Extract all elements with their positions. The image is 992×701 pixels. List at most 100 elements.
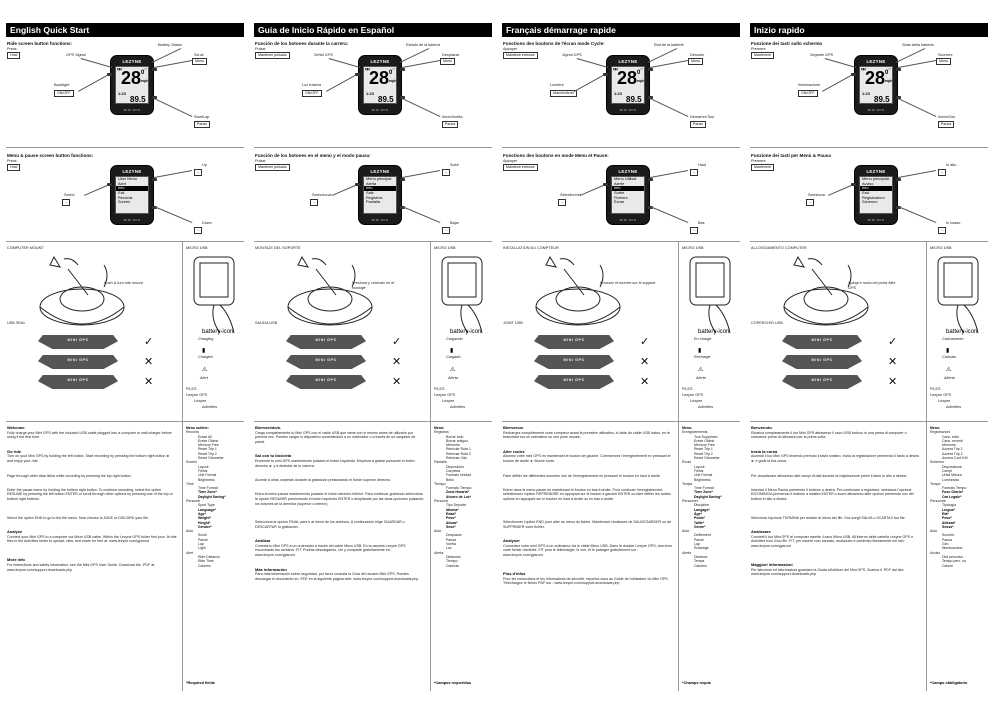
left-button[interactable] [851,73,856,76]
drive-item[interactable]: Lezyne GPS [682,393,704,397]
paragraph-body: Connect your Mini GPS to a computer via … [7,534,177,544]
folder-lezyne[interactable]: Lezyne [938,399,951,403]
drive-item[interactable]: Lezyne GPS [186,393,208,397]
folder-activities[interactable]: Activities [450,405,465,409]
seal-label: MINI GPS [563,358,585,362]
seal-label: MINI GPS [563,338,585,342]
folder-activities[interactable]: Activities [946,405,961,409]
top-right-button[interactable] [648,178,653,181]
menu-item[interactable]: Registrazioni [862,194,885,200]
menu-outline-item: Âge* [694,511,702,516]
menu-outline-item: Écran [682,460,692,465]
leader-line [401,60,440,68]
seal-heading: JOINT USB [503,321,523,325]
left-button[interactable] [355,183,360,186]
leader-line [326,75,356,92]
menu-outline-item: Tiempo [446,559,458,564]
drive-item[interactable]: Lezyne GPS [930,393,952,397]
left-button[interactable] [355,73,360,76]
menu-outline-item: Distance [694,554,708,559]
menu-item[interactable]: Menu principale [862,176,890,181]
paragraph-body: Turn on your Mini GPS by holding the lef… [7,454,171,463]
drive-item[interactable]: Lezyne GPS [434,393,456,397]
leader-line [154,98,193,117]
left-button[interactable] [851,183,856,186]
menu-item[interactable]: Avviso [862,180,874,186]
device-model: MINI GPS [371,108,389,112]
menu-outline-item: Time Zone* [694,490,713,495]
bottom-right-button[interactable] [400,96,405,99]
menu-item[interactable]: Menú principal [366,176,392,181]
menu-outline-item: Memory Free [694,443,715,448]
top-right-button[interactable] [896,178,901,181]
menu-outline-item: Peso* [942,516,952,521]
menu-item[interactable]: Pantalla [366,199,381,205]
menu-outline-item: Distancia [446,554,461,559]
menu-item[interactable]: User Menu [118,176,138,181]
bottom-right-button[interactable] [896,96,901,99]
left-button[interactable] [107,183,112,186]
menu-item[interactable]: Salir [366,190,374,196]
seal-label: MINI GPS [563,378,585,382]
charging-icon: battery-icon [202,329,234,335]
instruction-paragraph: Accede a otras carpetas durante la graba… [255,478,425,483]
left-button[interactable] [603,73,608,76]
leader-line [898,206,937,223]
charged-icon: ▮ [202,348,206,354]
paragraph-heading: Analizar [255,538,271,544]
select-box: -- [558,199,567,206]
down-box: -- [194,227,203,234]
menu-item[interactable]: Screen [118,199,131,205]
menu-item[interactable]: Esci [862,190,870,196]
folder-lezyne[interactable]: Lezyne [690,399,703,403]
menu-item[interactable]: Info [116,186,148,192]
menu-item[interactable]: Schermo [862,199,878,205]
menu-outline-item: Giro [942,542,949,547]
divider [254,421,492,422]
menu-item[interactable]: Sortie [614,190,625,196]
top-right-button[interactable] [400,178,405,181]
charged-icon: ▮ [450,348,454,354]
top-right-button[interactable] [152,178,157,181]
seal-label: MINI GPS [315,358,337,362]
folder-activities[interactable]: Activities [698,405,713,409]
menu-outline-item: Illuminazione [942,546,963,551]
top-right-button[interactable] [896,68,901,71]
leader-line [828,185,852,196]
speed-unit: mph [885,79,893,83]
left-button[interactable] [107,73,112,76]
left-button[interactable] [603,183,608,186]
divider-vertical [678,241,679,441]
menu-item[interactable]: Records [118,194,133,200]
menu-item[interactable]: Info [612,186,644,192]
mount-illustration [768,255,908,337]
menu-item[interactable]: Fichiers [614,194,628,200]
top-right-button[interactable] [400,68,405,71]
menu-item[interactable]: Exit [118,190,125,196]
section-title: English Quick Start [6,23,244,37]
bottom-right-button[interactable] [152,96,157,99]
bottom-right-button[interactable] [648,96,653,99]
select-label: Seleziona [808,193,825,197]
top-right-button[interactable] [648,68,653,71]
menu-item[interactable]: Alert [118,180,126,186]
menu-item[interactable]: Info [364,186,396,192]
menu-item[interactable]: Info [860,186,892,192]
menu-item[interactable]: Registros [366,194,383,200]
ride-screen-heading: Fonctions des boutons de l'écran mode Cy… [503,41,605,46]
folder-lezyne[interactable]: Lezyne [442,399,455,403]
leader-line [151,48,181,63]
menu-item[interactable]: Menu Utilisat [614,176,637,181]
menu-outline-item: Lap [694,542,700,547]
menu-item[interactable]: Alerte [614,180,625,186]
folder-lezyne[interactable]: Lezyne [194,399,207,403]
menu-item[interactable]: Alerta [366,180,377,186]
top-right-button[interactable] [152,68,157,71]
menu-item[interactable]: Écran [614,199,625,205]
folder-activities[interactable]: Activities [202,405,217,409]
